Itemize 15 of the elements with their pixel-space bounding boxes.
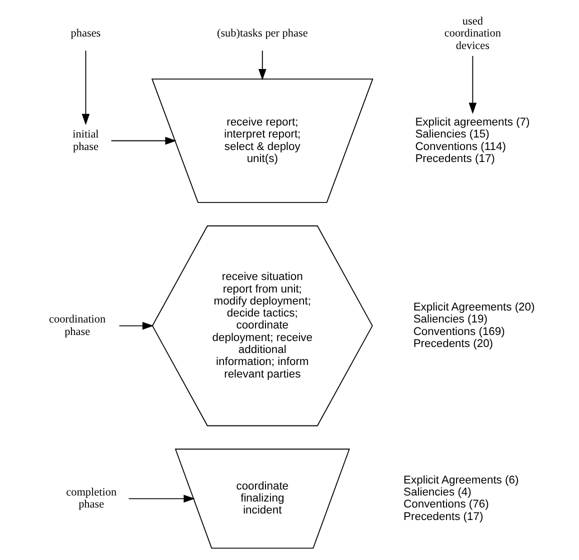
node-text: completion phase xyxy=(66,486,117,511)
arrow xyxy=(258,50,266,80)
arrow xyxy=(110,136,176,145)
node-text: initial phase xyxy=(72,128,99,153)
arrow xyxy=(128,494,195,503)
node-text: Explicit Agreements (6) Saliencies (4) Conventions (76) Precedents (17) xyxy=(404,474,519,523)
arrow xyxy=(118,322,154,330)
node-text: (sub)tasks per phase xyxy=(216,28,308,40)
node-text: Explicit Agreements (20) Saliencies (19) Conventions (169) Precedents (20) xyxy=(413,301,535,350)
arrow xyxy=(82,50,90,126)
node-text: Explicit agreements (7) Saliencies (15) Conventions (114) Precedents (17) xyxy=(415,116,530,165)
node-text: used coordination devices xyxy=(444,16,502,52)
node-text: phases xyxy=(70,28,101,40)
node-text: coordination phase xyxy=(49,314,106,338)
arrow xyxy=(468,56,477,114)
